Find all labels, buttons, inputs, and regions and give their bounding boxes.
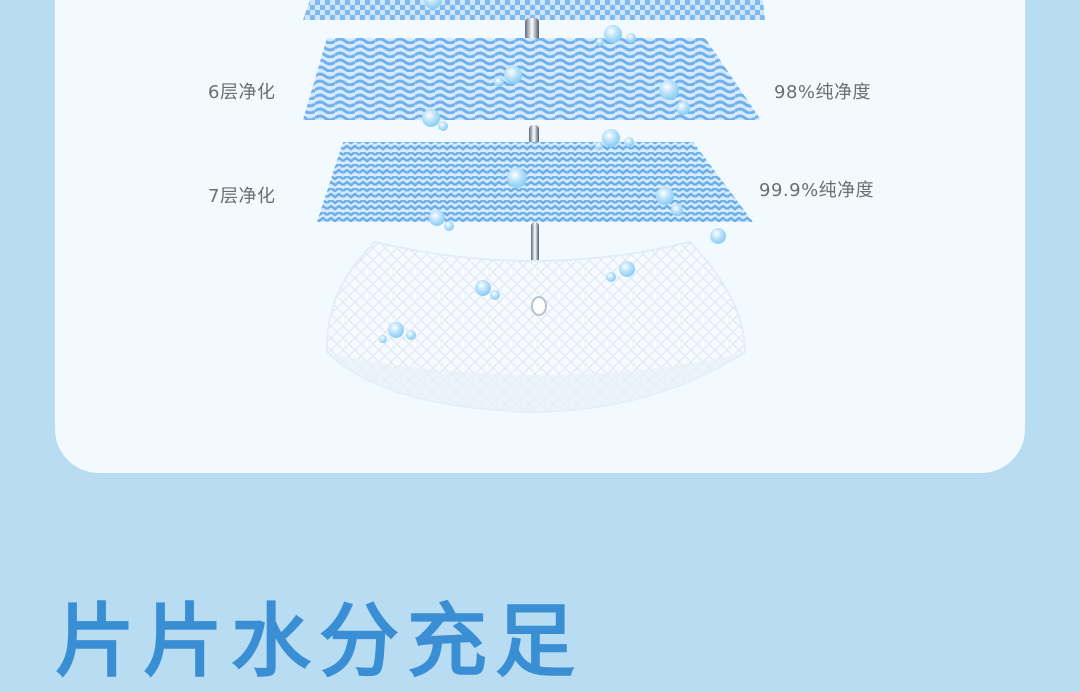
mesh-layer-top: [303, 0, 765, 20]
layer-7-left-label: 7层净化: [208, 186, 276, 207]
mesh-layer-6: [303, 38, 761, 120]
headline: 片片水分充足: [55, 595, 583, 688]
mesh-layer-7: [317, 142, 753, 222]
layer-6-left-label: 6层净化: [208, 82, 276, 103]
droplet-icon: [531, 296, 547, 316]
layer-7-right-label: 99.9%纯净度: [759, 180, 875, 201]
bubbles: [379, 0, 726, 343]
filter-layers-illustration: [303, 0, 765, 414]
product-card: 6层净化 98%纯净度 7层净化 99.9%纯净度: [55, 0, 1025, 473]
layer-6-right-label: 98%纯净度: [774, 82, 872, 103]
